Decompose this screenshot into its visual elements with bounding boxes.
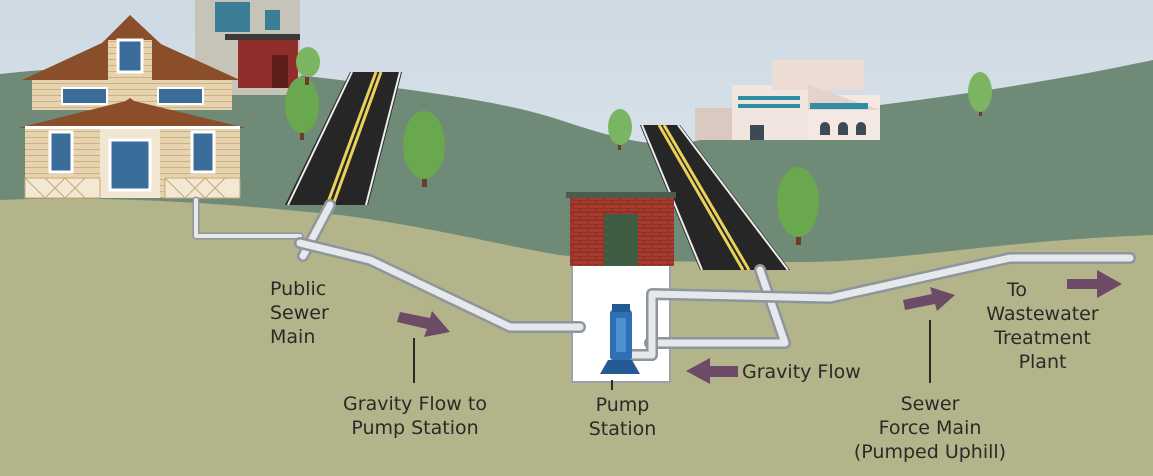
public-sewer-main-label: Public Sewer Main [270, 277, 329, 349]
gravity-flow-label: Gravity Flow [742, 360, 861, 384]
gravity-flow-to-pump-station-label: Gravity Flow to Pump Station [330, 392, 500, 440]
sewer-force-main-label: Sewer Force Main (Pumped Uphill) [840, 392, 1020, 464]
treatment-plant-label: To Wastewater Treatment Plant [965, 278, 1120, 374]
pump-station-label: Pump Station [575, 393, 670, 441]
